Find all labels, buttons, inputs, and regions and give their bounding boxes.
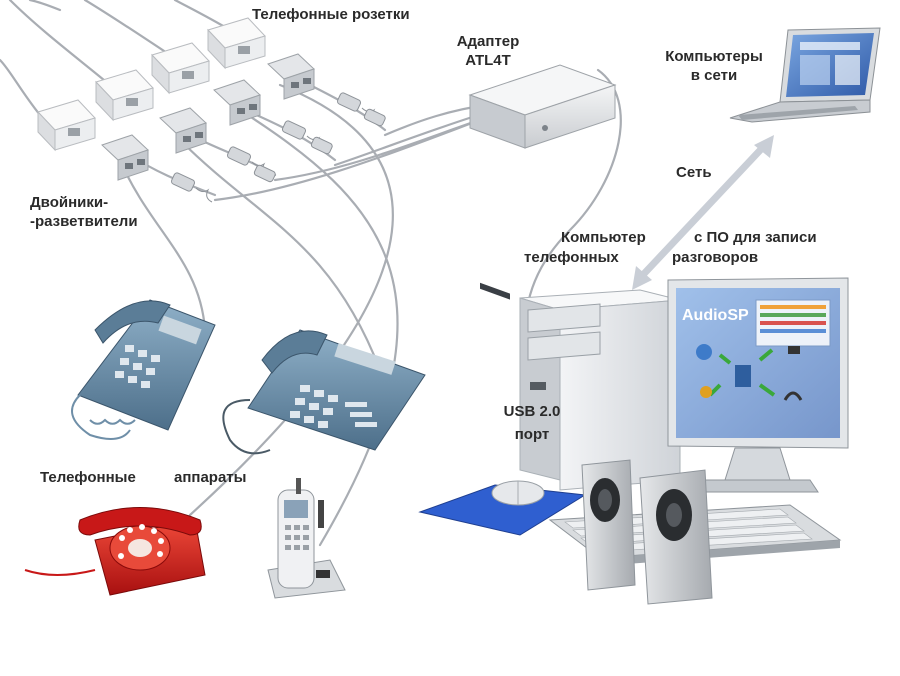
- desk-phone-icon: [222, 329, 426, 455]
- adapter-label: Адаптер ATL4T: [448, 32, 528, 70]
- computers-label-line1: Компьютеры: [665, 48, 763, 65]
- cable-plug-icon: [363, 108, 386, 127]
- pc-label-line3: телефонных: [524, 249, 619, 266]
- pc-label-line4: разговоров: [672, 249, 759, 266]
- computers-label-line2: в сети: [690, 67, 738, 84]
- network-label: Сеть: [676, 164, 712, 181]
- cable-plug-icon: [253, 164, 276, 183]
- sockets-label: Телефонные розетки: [252, 6, 410, 23]
- splitters: [101, 53, 315, 181]
- software-name: AudioSP: [682, 307, 749, 324]
- desk-phone-icon: [71, 299, 216, 440]
- socket-icon: [95, 69, 154, 122]
- splitter-icon: [267, 53, 315, 100]
- splitter-icon: [101, 134, 149, 181]
- telephone-sockets: [37, 17, 266, 152]
- splitters-label-line1: Двойники-: [30, 194, 109, 211]
- cable-plug-icon: [226, 146, 269, 177]
- cordless-phone-icon: [267, 478, 346, 599]
- usb-label-line2: порт: [514, 426, 550, 443]
- splitters-label-line2: -разветвители: [30, 213, 138, 230]
- phones-label-word2: аппараты: [174, 469, 247, 486]
- cable-plug-icon: [310, 136, 333, 155]
- rotary-phone-icon: [24, 507, 206, 596]
- adapter-device-icon: [468, 64, 617, 300]
- adapter-label-line1: Адаптер: [456, 33, 520, 50]
- socket-icon: [151, 42, 210, 95]
- socket-icon: [207, 17, 266, 70]
- splitters-label: Двойники- -разветвители: [30, 193, 138, 231]
- cable-plugs: [170, 92, 386, 203]
- adapter-label-line2: ATL4T: [465, 52, 511, 69]
- usb-label-line1: USB 2.0: [503, 403, 561, 420]
- cable-plug-icon: [170, 172, 213, 203]
- computers-label: Компьютеры в сети: [654, 47, 774, 85]
- splitter-icon: [159, 107, 207, 154]
- usb-label: USB 2.0 порт: [492, 402, 572, 444]
- speaker-icon: [639, 469, 713, 605]
- laptop-icon: [729, 27, 881, 123]
- double-arrow-icon: [632, 135, 774, 290]
- desktop-pc-icon: [519, 289, 681, 491]
- pc-label-line1: Компьютер: [561, 229, 646, 246]
- socket-icon: [37, 99, 96, 152]
- phones-label-word1: Телефонные: [40, 469, 136, 486]
- monitor-icon: [667, 277, 849, 493]
- splitter-icon: [213, 79, 261, 126]
- speaker-icon: [581, 459, 636, 591]
- pc-label-line2: с ПО для записи: [694, 229, 817, 246]
